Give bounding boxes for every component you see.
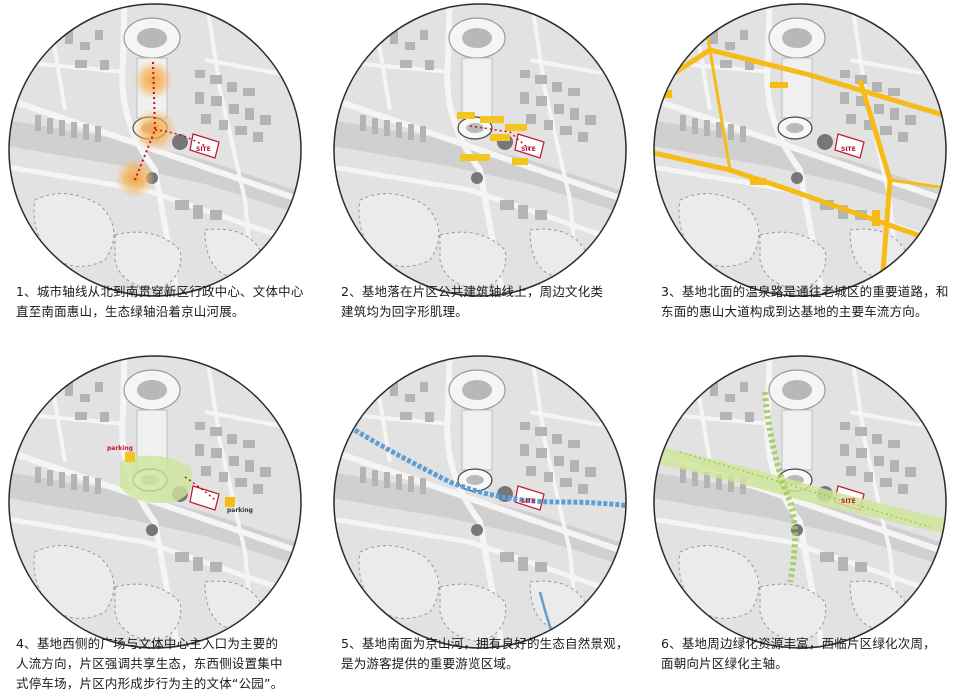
- caption-5: 5、基地南面为京山河，拥有良好的生态自然景观， 是为游客提供的重要游览区域。: [341, 634, 631, 674]
- caption-line: 直至南面惠山，生态绿轴沿着京山河展。: [16, 304, 245, 319]
- panel-6: SITE 6、基地周边绿化资源丰富，西临片区绿化次周， 面朝向片区绿化主轴。: [645, 352, 955, 692]
- caption-line: 5、基地南面为京山河，拥有良好的生态自然景观，: [341, 636, 629, 651]
- caption-line: 3、基地北面的温泉路是通往老城区的重要道路，和: [661, 284, 949, 299]
- caption-line: 2、基地落在片区公共建筑轴线上，周边文化类: [341, 284, 604, 299]
- green-main-axis: [762, 391, 798, 583]
- map-frame: [8, 3, 302, 297]
- map-2: SITE: [333, 3, 627, 297]
- caption-3: 3、基地北面的温泉路是通往老城区的重要道路，和 东面的惠山大道构成到达基地的主要…: [661, 282, 951, 322]
- caption-6: 6、基地周边绿化资源丰富，西临片区绿化次周， 面朝向片区绿化主轴。: [661, 634, 951, 674]
- panel-2: SITE 2、基地落在片区公共建筑轴线上，周边文化类 建筑均为回字形肌理。: [325, 0, 635, 340]
- panel-3: SITE 3、基地北面的温泉路是通往老城区的重要道路，和 东面的惠山大道构成到达…: [645, 0, 955, 340]
- site-label: SITE: [841, 146, 856, 153]
- map-3: SITE: [653, 3, 947, 297]
- green-corridor: [660, 447, 946, 537]
- caption-line: 建筑均为回字形肌理。: [341, 304, 469, 319]
- panel-4: parking parking 4、基地西侧的广场与文体中心主入口为主要的 人流…: [0, 352, 310, 692]
- caption-line: 式停车场，片区内形成步行为主的文体“公园”。: [16, 676, 284, 691]
- caption-line: 人流方向，片区强调共享生态，东西侧设置集中: [16, 656, 283, 671]
- caption-line: 面朝向片区绿化主轴。: [661, 656, 789, 671]
- map-5: SITE: [333, 355, 627, 649]
- map-6: SITE: [653, 355, 947, 649]
- parking-west-marker: [125, 452, 135, 462]
- culture-building-tags: [457, 112, 528, 165]
- caption-line: 4、基地西侧的广场与文体中心主入口为主要的: [16, 636, 279, 651]
- panel-5: SITE 5、基地南面为京山河，拥有良好的生态自然景观， 是为游客提供的重要游览…: [325, 352, 635, 692]
- parking-label: parking: [107, 445, 133, 452]
- parking-label: parking: [227, 507, 253, 514]
- map-frame: [8, 355, 302, 649]
- caption-2: 2、基地落在片区公共建筑轴线上，周边文化类 建筑均为回字形肌理。: [341, 282, 631, 322]
- caption-line: 东面的惠山大道构成到达基地的主要车流方向。: [661, 304, 928, 319]
- jingshan-river: [348, 424, 626, 510]
- axis-node-north: [133, 60, 173, 100]
- caption-line: 6、基地周边绿化资源丰富，西临片区绿化次周，: [661, 636, 936, 651]
- plaza-green: [120, 455, 193, 503]
- caption-line: 1、城市轴线从北到南贯穿新区行政中心、文体中心: [16, 284, 304, 299]
- map-frame: [333, 3, 627, 297]
- parking-east-marker: [225, 497, 235, 507]
- caption-1: 1、城市轴线从北到南贯穿新区行政中心、文体中心 直至南面惠山，生态绿轴沿着京山河…: [16, 282, 306, 322]
- map-frame: [333, 355, 627, 649]
- caption-line: 是为游客提供的重要游览区域。: [341, 656, 519, 671]
- map-4: parking parking: [8, 355, 302, 649]
- caption-4: 4、基地西侧的广场与文体中心主入口为主要的 人流方向，片区强调共享生态，东西侧设…: [16, 634, 306, 694]
- site-label: SITE: [196, 146, 211, 153]
- public-axis-line: [469, 125, 531, 151]
- map-frame: [653, 3, 947, 297]
- panel-1: SITE 1、城市轴线从北到南贯穿新区行政中心、文体中心 直至南面惠山，生态绿轴…: [0, 0, 310, 340]
- map-frame: [653, 355, 947, 649]
- site-label: SITE: [521, 146, 536, 153]
- map-1: SITE: [8, 3, 302, 297]
- site-label: SITE: [521, 498, 536, 505]
- site-label: SITE: [841, 498, 856, 505]
